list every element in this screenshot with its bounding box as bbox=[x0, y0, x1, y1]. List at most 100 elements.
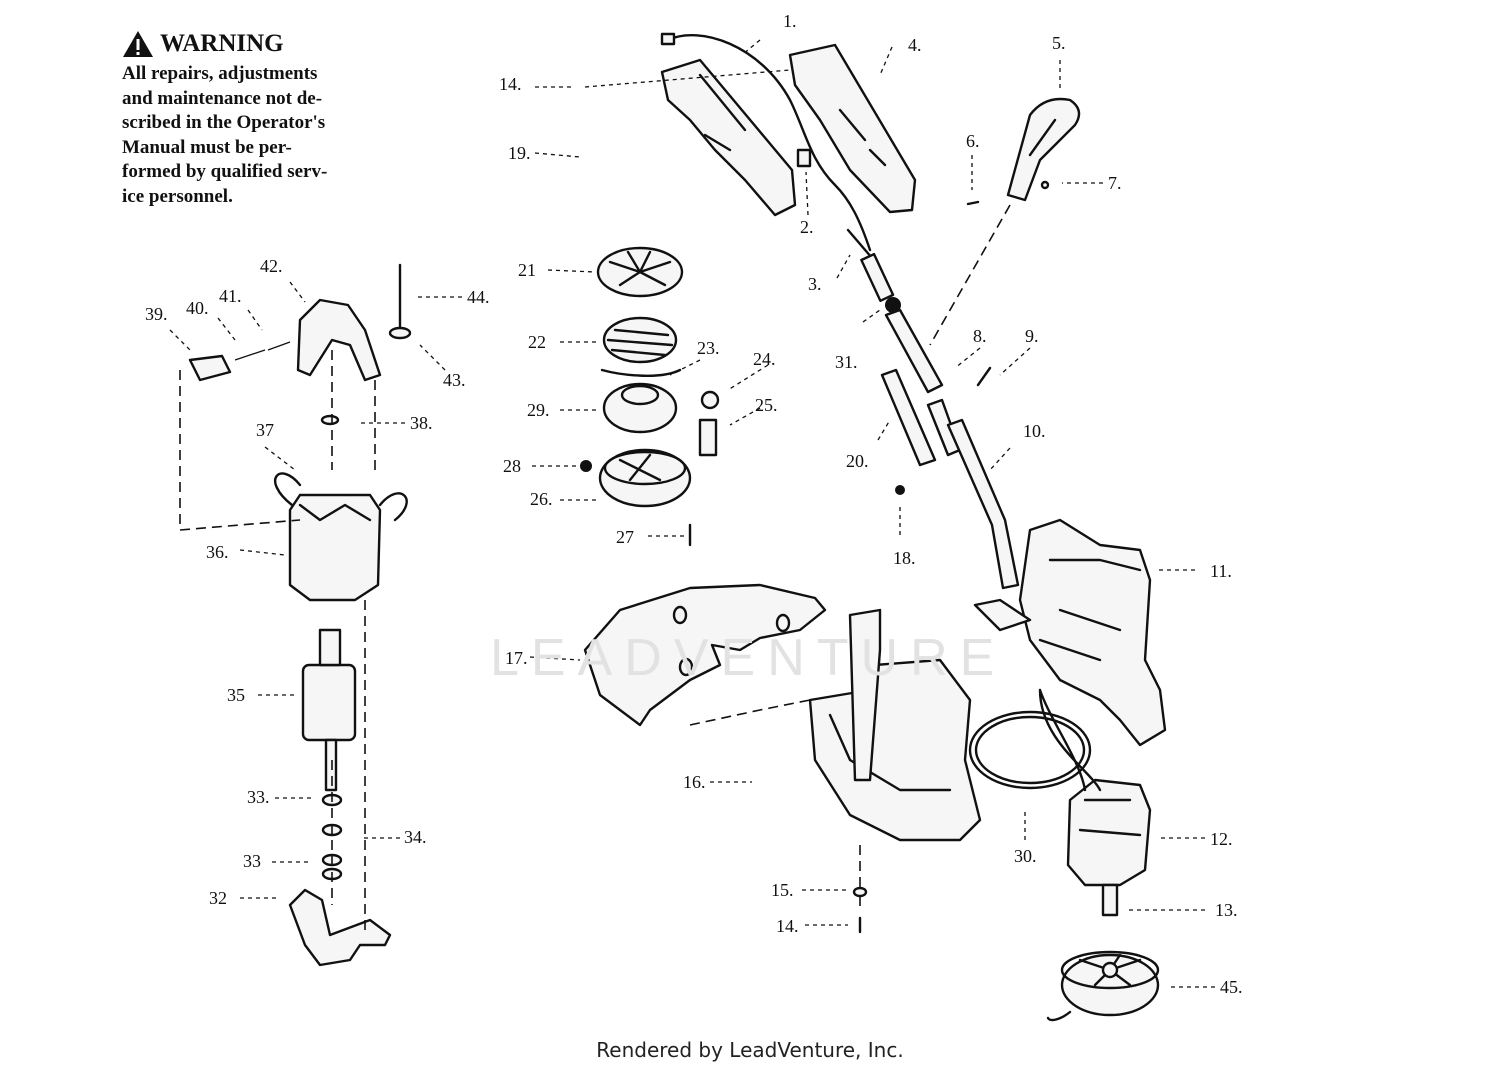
callout-18: 18. bbox=[893, 548, 916, 568]
callout-3: 3. bbox=[808, 274, 822, 294]
callout-25: 25. bbox=[755, 395, 778, 415]
brush-part bbox=[188, 354, 232, 382]
warning-line-6: ice personnel. bbox=[122, 185, 233, 207]
callout-41: 41. bbox=[219, 286, 242, 306]
guard-part bbox=[583, 583, 827, 727]
warning-notice: WARNING All repairs, adjustments and mai… bbox=[122, 30, 412, 209]
callout-29: 29. bbox=[527, 400, 550, 420]
callout-28: 28 bbox=[503, 456, 521, 476]
callout-35: 35 bbox=[227, 685, 245, 705]
callout-13: 13. bbox=[1215, 900, 1238, 920]
switch-part bbox=[796, 148, 812, 168]
callout-11: 11. bbox=[1210, 561, 1232, 581]
field-leads-part bbox=[274, 472, 408, 522]
callout-23: 23. bbox=[697, 338, 720, 358]
motor-housing-part bbox=[973, 518, 1167, 747]
callout-36: 36. bbox=[206, 542, 229, 562]
callout-9: 9. bbox=[1025, 326, 1039, 346]
callout-14-top: 14. bbox=[499, 74, 522, 94]
callout-45: 45. bbox=[1220, 977, 1243, 997]
callout-15: 15. bbox=[771, 880, 794, 900]
shaft-clamp-left-part bbox=[880, 368, 937, 467]
motor-leads-part bbox=[1038, 688, 1102, 792]
callout-10: 10. bbox=[1023, 421, 1046, 441]
shaft-collar-part bbox=[885, 297, 901, 313]
cord-plug-part bbox=[660, 32, 676, 46]
callout-24: 24. bbox=[753, 349, 776, 369]
warning-heading: WARNING bbox=[122, 30, 412, 58]
power-cord-part bbox=[666, 34, 872, 252]
lower-cover-part bbox=[808, 608, 982, 842]
callout-7: 7. bbox=[1108, 173, 1122, 193]
warning-line-2: and maintenance not de- bbox=[122, 87, 323, 109]
warning-title: WARNING bbox=[160, 30, 284, 57]
cap-button-part bbox=[700, 390, 720, 410]
leader-lines bbox=[169, 39, 1215, 988]
callout-37: 37 bbox=[256, 420, 274, 440]
trimmer-line-part bbox=[600, 368, 682, 377]
motor-shaft-part bbox=[1101, 883, 1119, 917]
spool-part bbox=[602, 316, 678, 364]
thrust-washer-part bbox=[320, 414, 340, 426]
callout-22: 22 bbox=[528, 332, 546, 352]
fan-part bbox=[1060, 950, 1160, 1017]
spring-part bbox=[698, 418, 718, 457]
shaft-screw-part bbox=[976, 366, 992, 387]
warning-triangle-icon bbox=[123, 31, 153, 57]
spool-hub-part bbox=[602, 382, 678, 434]
lower-shaft-part bbox=[946, 418, 1020, 590]
spacer-part bbox=[388, 326, 412, 340]
handle-half-right-part bbox=[788, 43, 917, 214]
render-credit: Rendered by LeadVenture, Inc. bbox=[596, 1038, 904, 1062]
callout-38: 38. bbox=[410, 413, 433, 433]
callout-1: 1. bbox=[783, 11, 797, 31]
brush-holder-part bbox=[296, 298, 382, 382]
callout-39: 39. bbox=[145, 304, 168, 324]
callout-4: 4. bbox=[908, 35, 922, 55]
warning-body: All repairs, adjustments and maintenance… bbox=[122, 62, 412, 209]
shaft-tube-upper-part bbox=[884, 308, 944, 394]
callout-2: 2. bbox=[800, 217, 814, 237]
callout-16: 16. bbox=[683, 772, 706, 792]
callout-32: 32 bbox=[209, 888, 227, 908]
callout-33-top: 33. bbox=[247, 787, 270, 807]
warning-line-1: All repairs, adjustments bbox=[122, 63, 318, 84]
watermark-logo: LEADVENTURE bbox=[490, 629, 1007, 687]
callout-17: 17. bbox=[505, 648, 528, 668]
callout-27: 27 bbox=[616, 527, 634, 547]
armature-part bbox=[301, 628, 357, 792]
callout-20: 20. bbox=[846, 451, 869, 471]
knob-part bbox=[1040, 180, 1050, 190]
callout-40: 40. bbox=[186, 298, 209, 318]
motor-part bbox=[1066, 778, 1152, 887]
callout-26: 26. bbox=[530, 489, 553, 509]
callout-30: 30. bbox=[1014, 846, 1037, 866]
callout-14-bottom: 14. bbox=[776, 916, 799, 936]
callout-21: 21 bbox=[518, 260, 536, 280]
handle-half-left-part bbox=[660, 58, 797, 217]
field-housing-part bbox=[288, 493, 382, 602]
auxiliary-handle-part bbox=[1006, 97, 1081, 202]
spool-cap-part bbox=[596, 246, 684, 298]
spool-housing-part bbox=[598, 448, 692, 508]
callout-43: 43. bbox=[443, 370, 466, 390]
callout-42: 42. bbox=[260, 256, 283, 276]
callout-12: 12. bbox=[1210, 829, 1233, 849]
warning-line-4: Manual must be per- bbox=[122, 136, 292, 158]
callout-6: 6. bbox=[966, 131, 980, 151]
shaft-coupler-part bbox=[860, 252, 895, 303]
gear-case-part bbox=[288, 888, 392, 967]
callout-33-bottom: 33 bbox=[243, 851, 261, 871]
belt-ring-part bbox=[968, 710, 1092, 790]
screw-part bbox=[966, 200, 980, 206]
warning-line-3: scribed in the Operator's bbox=[122, 112, 326, 133]
washer-part bbox=[852, 886, 868, 898]
warning-line-5: formed by qualified serv- bbox=[122, 161, 328, 182]
callout-19: 19. bbox=[508, 143, 531, 163]
callout-44: 44. bbox=[467, 287, 490, 307]
callout-5: 5. bbox=[1052, 33, 1066, 53]
ball-bearing-part bbox=[580, 460, 592, 472]
callout-31: 31. bbox=[835, 352, 858, 372]
shaft-nut-part bbox=[895, 485, 905, 495]
